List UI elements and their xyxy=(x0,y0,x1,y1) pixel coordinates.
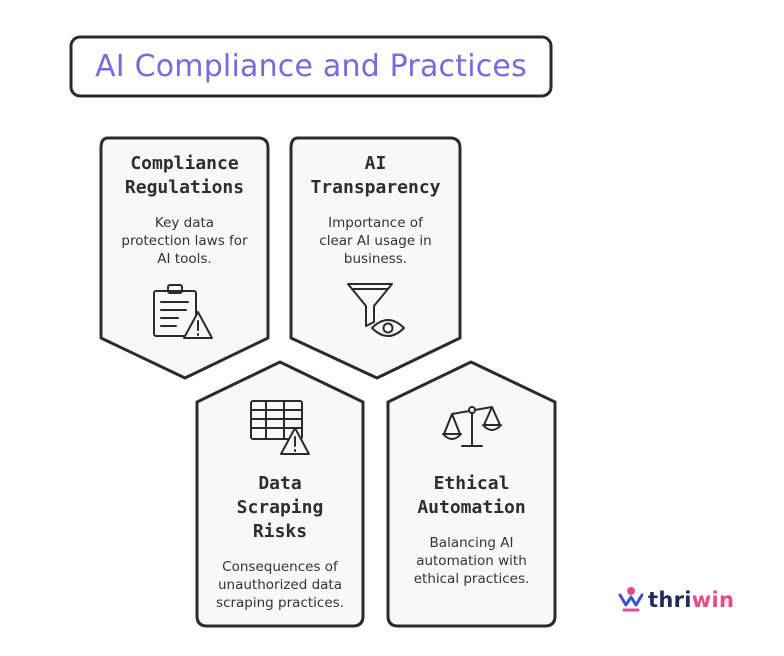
card-compliance-shape xyxy=(99,136,270,380)
table-warning-icon xyxy=(250,400,310,455)
card-desc-line: Consequences of xyxy=(222,559,338,575)
card-title-line: Regulations xyxy=(124,177,245,198)
clipboard-warning-icon xyxy=(153,284,213,339)
card-desc-line: business. xyxy=(343,251,408,267)
card-desc-line: ethical practices. xyxy=(413,571,530,587)
card-desc-line: automation with xyxy=(416,553,527,569)
thriwin-logo-icon xyxy=(618,587,644,612)
card-title-line: Compliance xyxy=(130,153,239,174)
card-desc-line: clear AI usage in xyxy=(319,233,432,249)
card-title-line: Risks xyxy=(252,521,308,542)
title-box: AI Compliance and Practices xyxy=(70,36,552,97)
card-transparency-shape xyxy=(289,136,462,380)
card-title-line: Scraping xyxy=(236,497,324,518)
brand-logo: thriwin xyxy=(648,588,734,612)
card-title-line: Data xyxy=(258,473,302,494)
card-transparency-text: AI Transparency Importance of clear AI u… xyxy=(291,152,460,268)
card-data-scraping-text: Data Scraping Risks Consequences of unau… xyxy=(197,472,363,612)
brand-name: thriwin xyxy=(648,588,734,612)
card-desc-line: Balancing AI xyxy=(429,535,514,551)
title-box-outline xyxy=(69,35,553,98)
card-desc-line: unauthorized data xyxy=(217,577,342,593)
card-ethical-shape xyxy=(386,360,557,628)
card-title-line: Transparency xyxy=(310,177,441,198)
brand-name-part: thri xyxy=(648,588,692,612)
card-desc-line: Importance of xyxy=(328,215,423,231)
balance-scale-icon xyxy=(442,406,502,447)
card-desc-line: AI tools. xyxy=(157,251,212,267)
brand-name-accent: win xyxy=(691,588,735,612)
card-ethical-text: Ethical Automation Balancing AI automati… xyxy=(388,472,555,588)
card-title-line: AI xyxy=(364,153,387,174)
card-desc-line: scraping practices. xyxy=(216,595,344,611)
card-title-line: Automation xyxy=(417,497,526,518)
card-title-line: Ethical xyxy=(433,473,510,494)
card-data-scraping-shape xyxy=(195,360,365,628)
card-compliance-text: Compliance Regulations Key data protecti… xyxy=(101,152,268,268)
card-desc-line: protection laws for xyxy=(121,233,248,249)
page-title: AI Compliance and Practices xyxy=(95,49,527,84)
card-desc-line: Key data xyxy=(154,215,215,231)
funnel-eye-icon xyxy=(347,283,405,337)
